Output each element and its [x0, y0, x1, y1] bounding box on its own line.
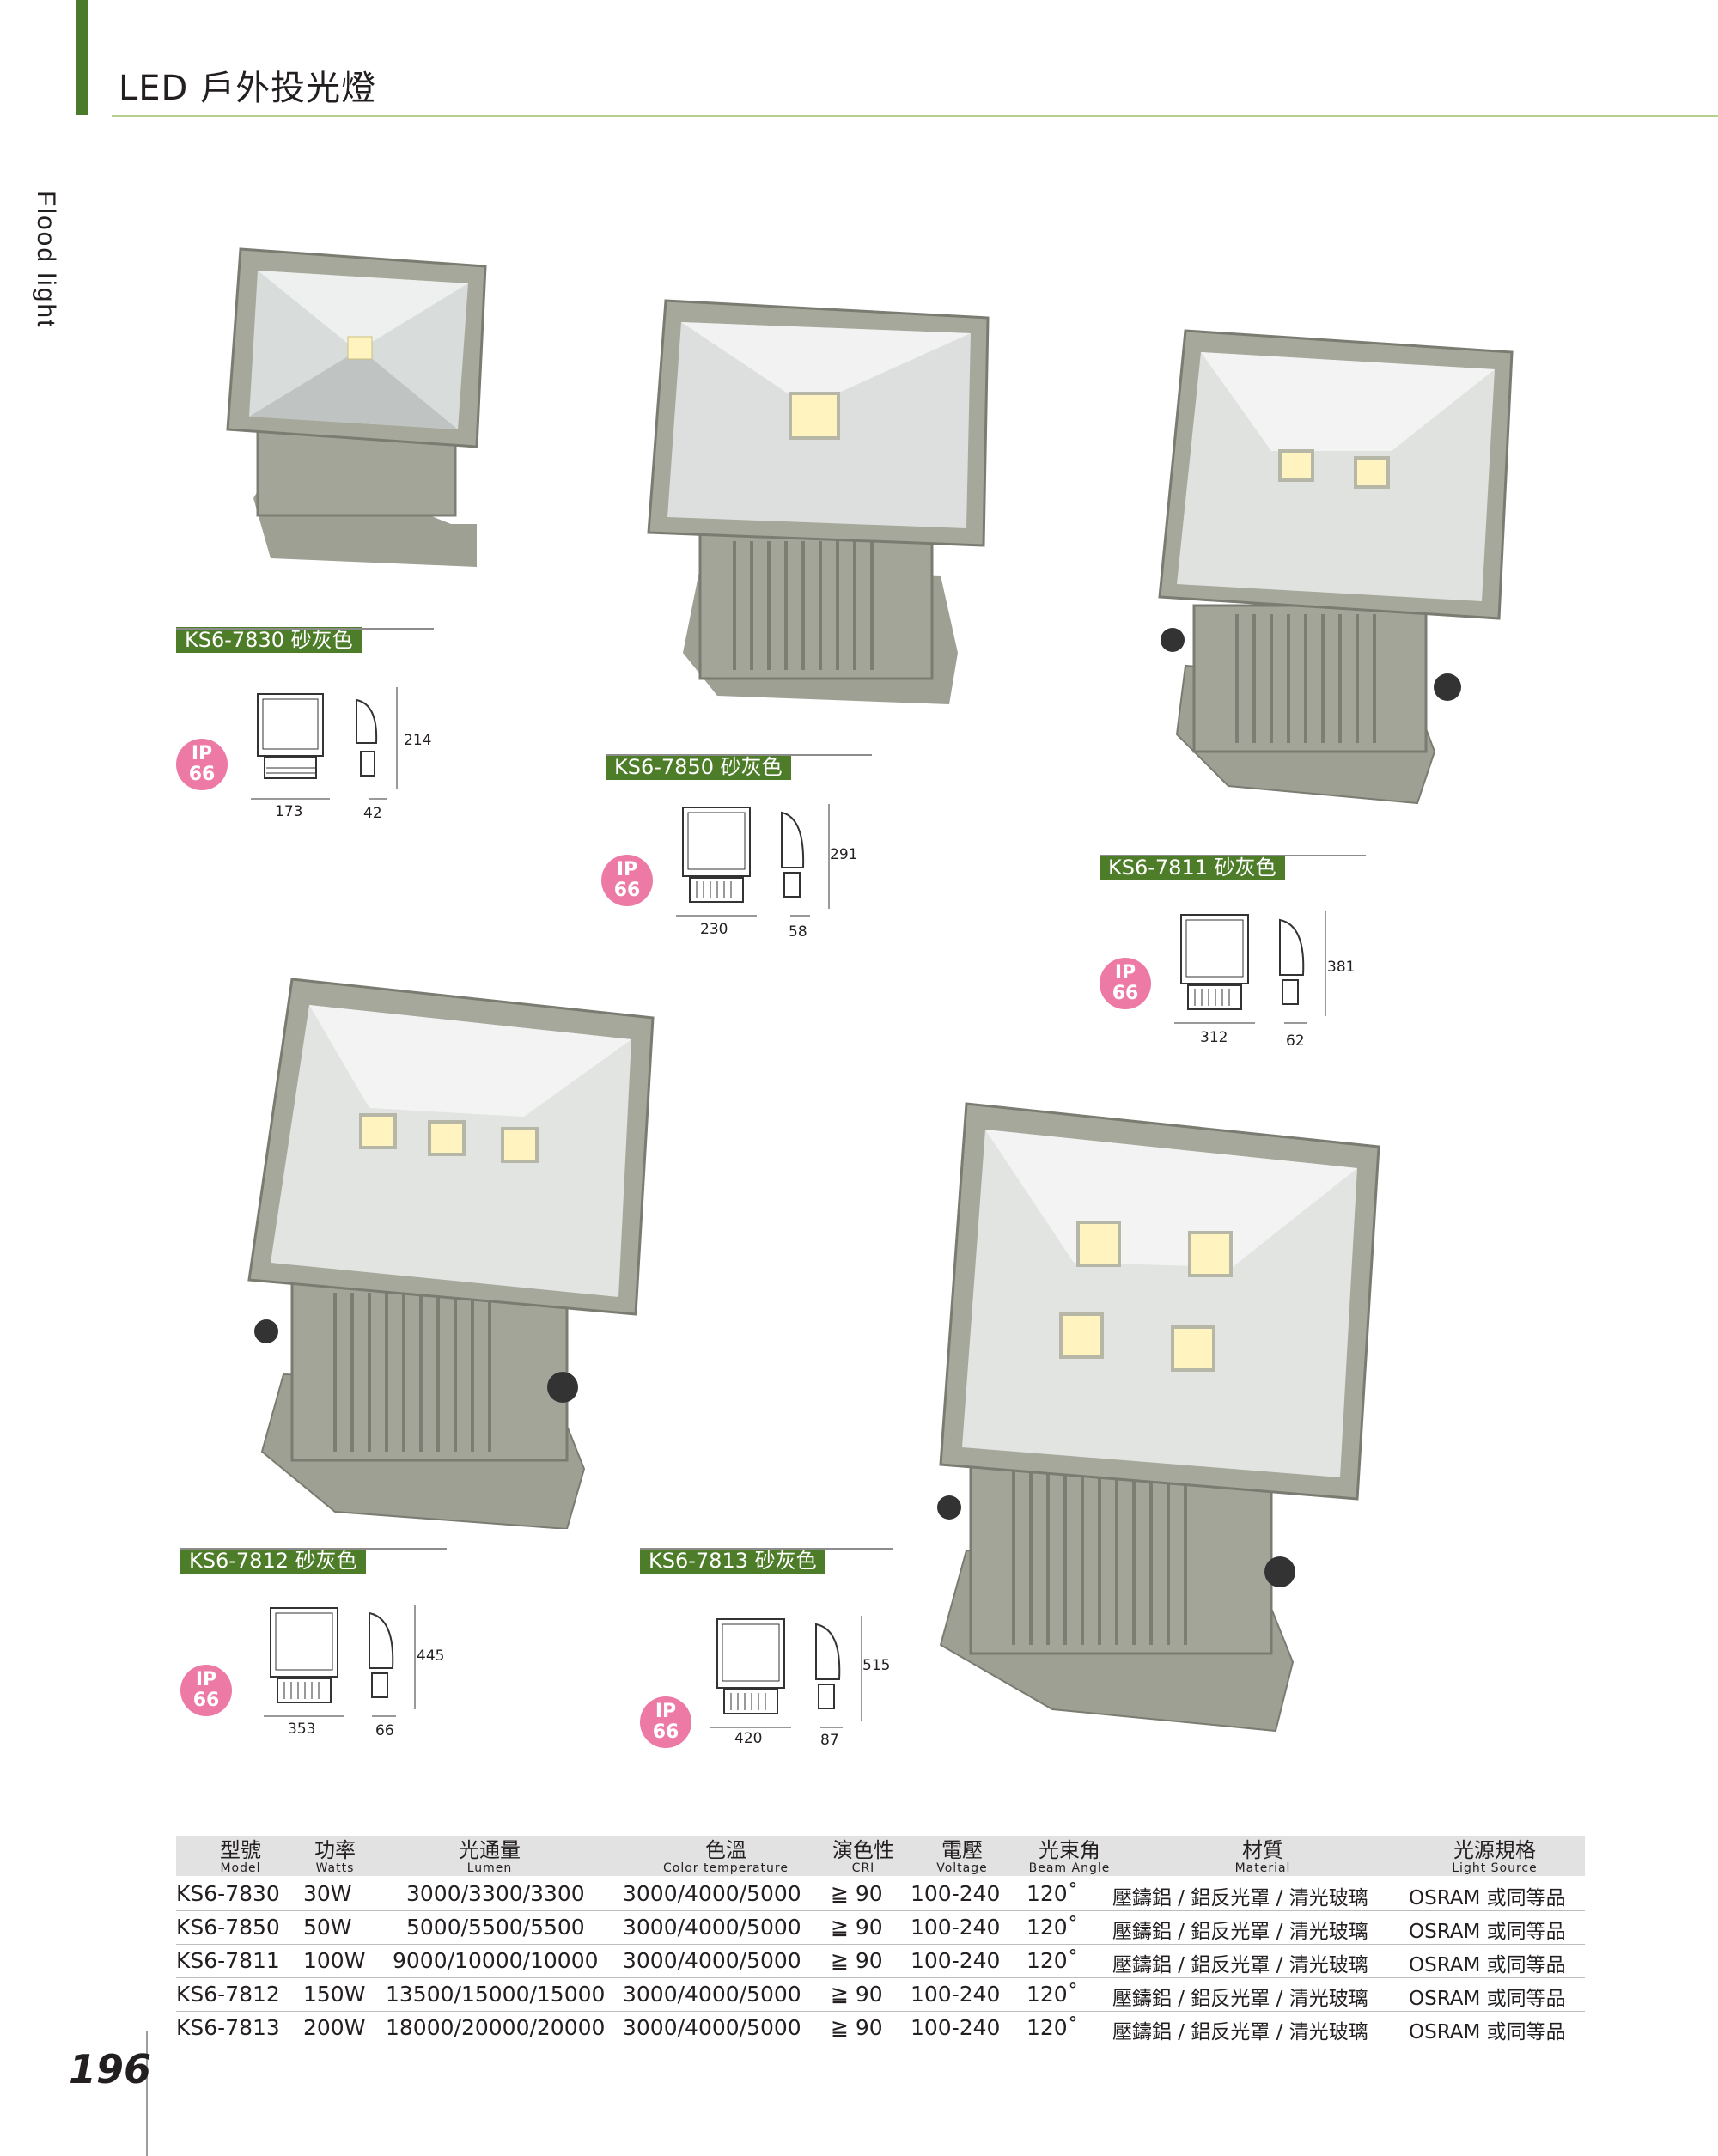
model-label-rule [176, 628, 434, 630]
dimension-width: 420 [734, 1730, 763, 1747]
dimension-drawing-ks6-7850 [676, 804, 830, 917]
ip-rating-prefix: IP [1114, 962, 1136, 984]
model-label-ks6-7850: KS6-7850 砂灰色 [606, 754, 791, 780]
model-label-rule [180, 1548, 447, 1550]
dimension-height: 291 [830, 846, 858, 863]
ip-rating-prefix: IP [616, 859, 638, 880]
ip-rating-prefix: IP [191, 743, 213, 764]
ip-rating-value: 66 [652, 1721, 679, 1743]
dimension-height: 515 [862, 1657, 891, 1674]
dimension-depth: 62 [1286, 1032, 1305, 1050]
product-photo-ks6-7813 [937, 1102, 1380, 1733]
page-number: 196 [69, 2046, 152, 2092]
ip-rating-value: 66 [1112, 983, 1139, 1004]
model-label-rule [1100, 855, 1366, 856]
product-photo-ks6-7850 [647, 299, 990, 704]
dimension-drawing-ks6-7830 [251, 687, 398, 800]
table-row: KS6-7812 150W 13500/15000/15000 3000/400… [176, 1978, 1585, 2012]
dimension-height: 214 [404, 732, 432, 749]
model-label-rule [640, 1548, 893, 1550]
dimension-depth: 66 [375, 1722, 394, 1739]
dimension-depth: 58 [789, 923, 807, 941]
model-label-ks6-7813: KS6-7813 砂灰色 [640, 1548, 825, 1574]
product-photo-ks6-7812 [247, 978, 655, 1529]
table-row: KS6-7811 100W 9000/10000/10000 3000/4000… [176, 1945, 1585, 1978]
side-category-label: Flood light [32, 191, 60, 329]
dimension-width: 173 [275, 803, 303, 820]
footer-divider [146, 2031, 148, 2156]
table-row: KS6-7850 50W 5000/5500/5500 3000/4000/50… [176, 1911, 1585, 1945]
product-photo-ks6-7811 [1158, 329, 1514, 805]
table-row: KS6-7813 200W 18000/20000/20000 3000/400… [176, 2015, 1566, 2043]
ip-rating-badge: IP 66 [180, 1665, 232, 1716]
ip-rating-badge: IP 66 [176, 739, 228, 790]
model-label-rule [606, 754, 872, 756]
ip-rating-value: 66 [613, 880, 641, 901]
dimension-width: 312 [1200, 1029, 1228, 1046]
dimension-width: 230 [700, 921, 728, 938]
ip-rating-value: 66 [188, 764, 216, 785]
product-photo-ks6-7830 [226, 247, 487, 567]
dimension-depth: 42 [363, 805, 382, 822]
model-label-ks6-7830: KS6-7830 砂灰色 [176, 627, 362, 653]
ip-rating-prefix: IP [195, 1669, 217, 1690]
ip-rating-badge: IP 66 [601, 855, 653, 906]
ip-rating-prefix: IP [655, 1701, 677, 1722]
dimension-depth: 87 [820, 1732, 839, 1749]
ip-rating-value: 66 [192, 1690, 220, 1711]
dimension-height: 445 [417, 1647, 445, 1665]
dimension-drawing-ks6-7813 [710, 1616, 862, 1728]
model-label-ks6-7812: KS6-7812 砂灰色 [180, 1548, 366, 1574]
dimension-height: 381 [1327, 959, 1356, 976]
ip-rating-badge: IP 66 [1100, 958, 1151, 1009]
ip-rating-badge: IP 66 [640, 1696, 691, 1748]
header-divider [112, 115, 1718, 117]
dimension-width: 353 [288, 1721, 316, 1738]
dimension-drawing-ks6-7812 [264, 1605, 416, 1717]
header-accent-bar [76, 0, 88, 115]
table-row: KS6-7830 30W 3000/3300/3300 3000/4000/50… [176, 1878, 1585, 1911]
page-title: LED 戶外投光燈 [119, 69, 377, 108]
dimension-drawing-ks6-7811 [1174, 911, 1326, 1024]
model-label-ks6-7811: KS6-7811 砂灰色 [1100, 855, 1285, 880]
